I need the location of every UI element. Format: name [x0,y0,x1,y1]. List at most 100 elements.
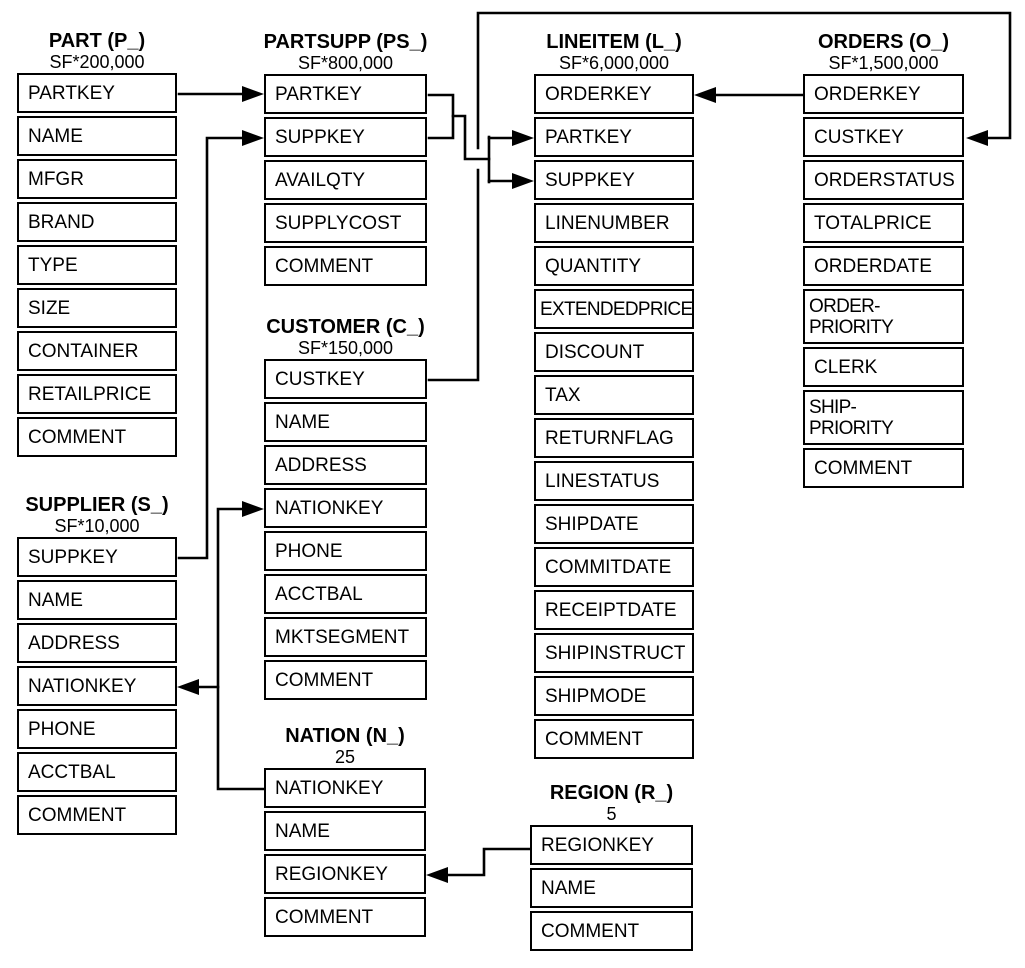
arrowhead-right [242,130,264,146]
table-customer-cardinality: SF*150,000 [297,338,394,358]
table-supplier-cardinality: SF*10,000 [54,516,140,536]
column-ship-priority: SHIP- PRIORITY [803,390,964,445]
table-region-title: REGION (R_) [549,782,674,804]
column-name: NAME [17,580,177,620]
column-phone: PHONE [17,709,177,749]
column-orderkey: ORDERKEY [803,74,964,114]
column-shipinstruct: SHIPINSTRUCT [534,633,694,673]
column-partkey: PARTKEY [264,74,427,114]
column-nationkey: NATIONKEY [264,488,427,528]
table-orders-cardinality: SF*1,500,000 [828,53,939,73]
column-comment: COMMENT [17,417,177,457]
rel-orders-orderkey-to-lineitem-orderkey [694,87,805,103]
column-returnflag: RETURNFLAG [534,418,694,458]
column-comment: COMMENT [534,719,694,759]
column-partkey: PARTKEY [17,73,177,113]
column-clerk: CLERK [803,347,964,387]
column-partkey: PARTKEY [534,117,694,157]
column-custkey: CUSTKEY [803,117,964,157]
column-extendedprice: EXTENDEDPRICE [534,289,694,329]
column-discount: DISCOUNT [534,332,694,372]
column-shipmode: SHIPMODE [534,676,694,716]
table-supplier-title: SUPPLIER (S_) [25,494,169,516]
rel-region-regionkey-to-nation-regionkey [426,847,531,883]
column-comment: COMMENT [264,897,426,937]
arrowhead-left [966,130,988,146]
arrowhead-right [512,173,534,189]
arrowhead-left [177,679,199,695]
table-partsupp-cardinality: SF*800,000 [297,53,394,73]
table-lineitem-title: LINEITEM (L_) [546,31,682,53]
column-comment: COMMENT [530,911,693,951]
column-suppkey: SUPPKEY [17,537,177,577]
column-name: NAME [17,116,177,156]
table-part-title: PART (P_) [48,30,146,52]
column-receiptdate: RECEIPTDATE [534,590,694,630]
table-lineitem-cardinality: SF*6,000,000 [558,53,670,73]
table-customer-title: CUSTOMER (C_) [266,316,425,338]
column-mfgr: MFGR [17,159,177,199]
column-custkey: CUSTKEY [264,359,427,399]
column-commitdate: COMMITDATE [534,547,694,587]
column-nationkey: NATIONKEY [17,666,177,706]
rel-partsupp-keys-to-lineitem-keys [427,93,534,189]
column-type: TYPE [17,245,177,285]
column-nationkey: NATIONKEY [264,768,426,808]
column-suppkey: SUPPKEY [534,160,694,200]
column-shipdate: SHIPDATE [534,504,694,544]
column-acctbal: ACCTBAL [264,574,427,614]
column-regionkey: REGIONKEY [530,825,693,865]
table-nation-title: NATION (N_) [285,725,405,747]
column-name: NAME [264,402,427,442]
column-address: ADDRESS [264,445,427,485]
table-nation-cardinality: 25 [334,747,356,767]
column-comment: COMMENT [264,660,427,700]
column-name: NAME [530,868,693,908]
column-phone: PHONE [264,531,427,571]
arrowhead-right [242,86,264,102]
table-partsupp-title: PARTSUPP (PS_) [263,31,428,53]
column-orderdate: ORDERDATE [803,246,964,286]
rel-part-partkey-to-partsupp-partkey [177,86,264,102]
rel-supplier-suppkey-to-partsupp-suppkey [177,130,264,560]
column-totalprice: TOTALPRICE [803,203,964,243]
column-order-priority: ORDER- PRIORITY [803,289,964,344]
arrowhead-left [694,87,716,103]
column-linenumber: LINENUMBER [534,203,694,243]
rel-nation-nationkey-links [177,501,266,791]
table-region-cardinality: 5 [606,804,617,824]
arrowhead-right [242,501,264,517]
column-regionkey: REGIONKEY [264,854,426,894]
arrowhead-right [512,130,534,146]
column-mktsegment: MKTSEGMENT [264,617,427,657]
column-address: ADDRESS [17,623,177,663]
column-quantity: QUANTITY [534,246,694,286]
table-orders-title: ORDERS (O_) [817,31,950,53]
column-comment: COMMENT [17,795,177,835]
column-container: CONTAINER [17,331,177,371]
column-comment: COMMENT [264,246,427,286]
column-availqty: AVAILQTY [264,160,427,200]
column-size: SIZE [17,288,177,328]
column-orderstatus: ORDERSTATUS [803,160,964,200]
column-brand: BRAND [17,202,177,242]
column-retailprice: RETAILPRICE [17,374,177,414]
column-supplycost: SUPPLYCOST [264,203,427,243]
arrowhead-left [426,867,448,883]
column-tax: TAX [534,375,694,415]
column-linestatus: LINESTATUS [534,461,694,501]
